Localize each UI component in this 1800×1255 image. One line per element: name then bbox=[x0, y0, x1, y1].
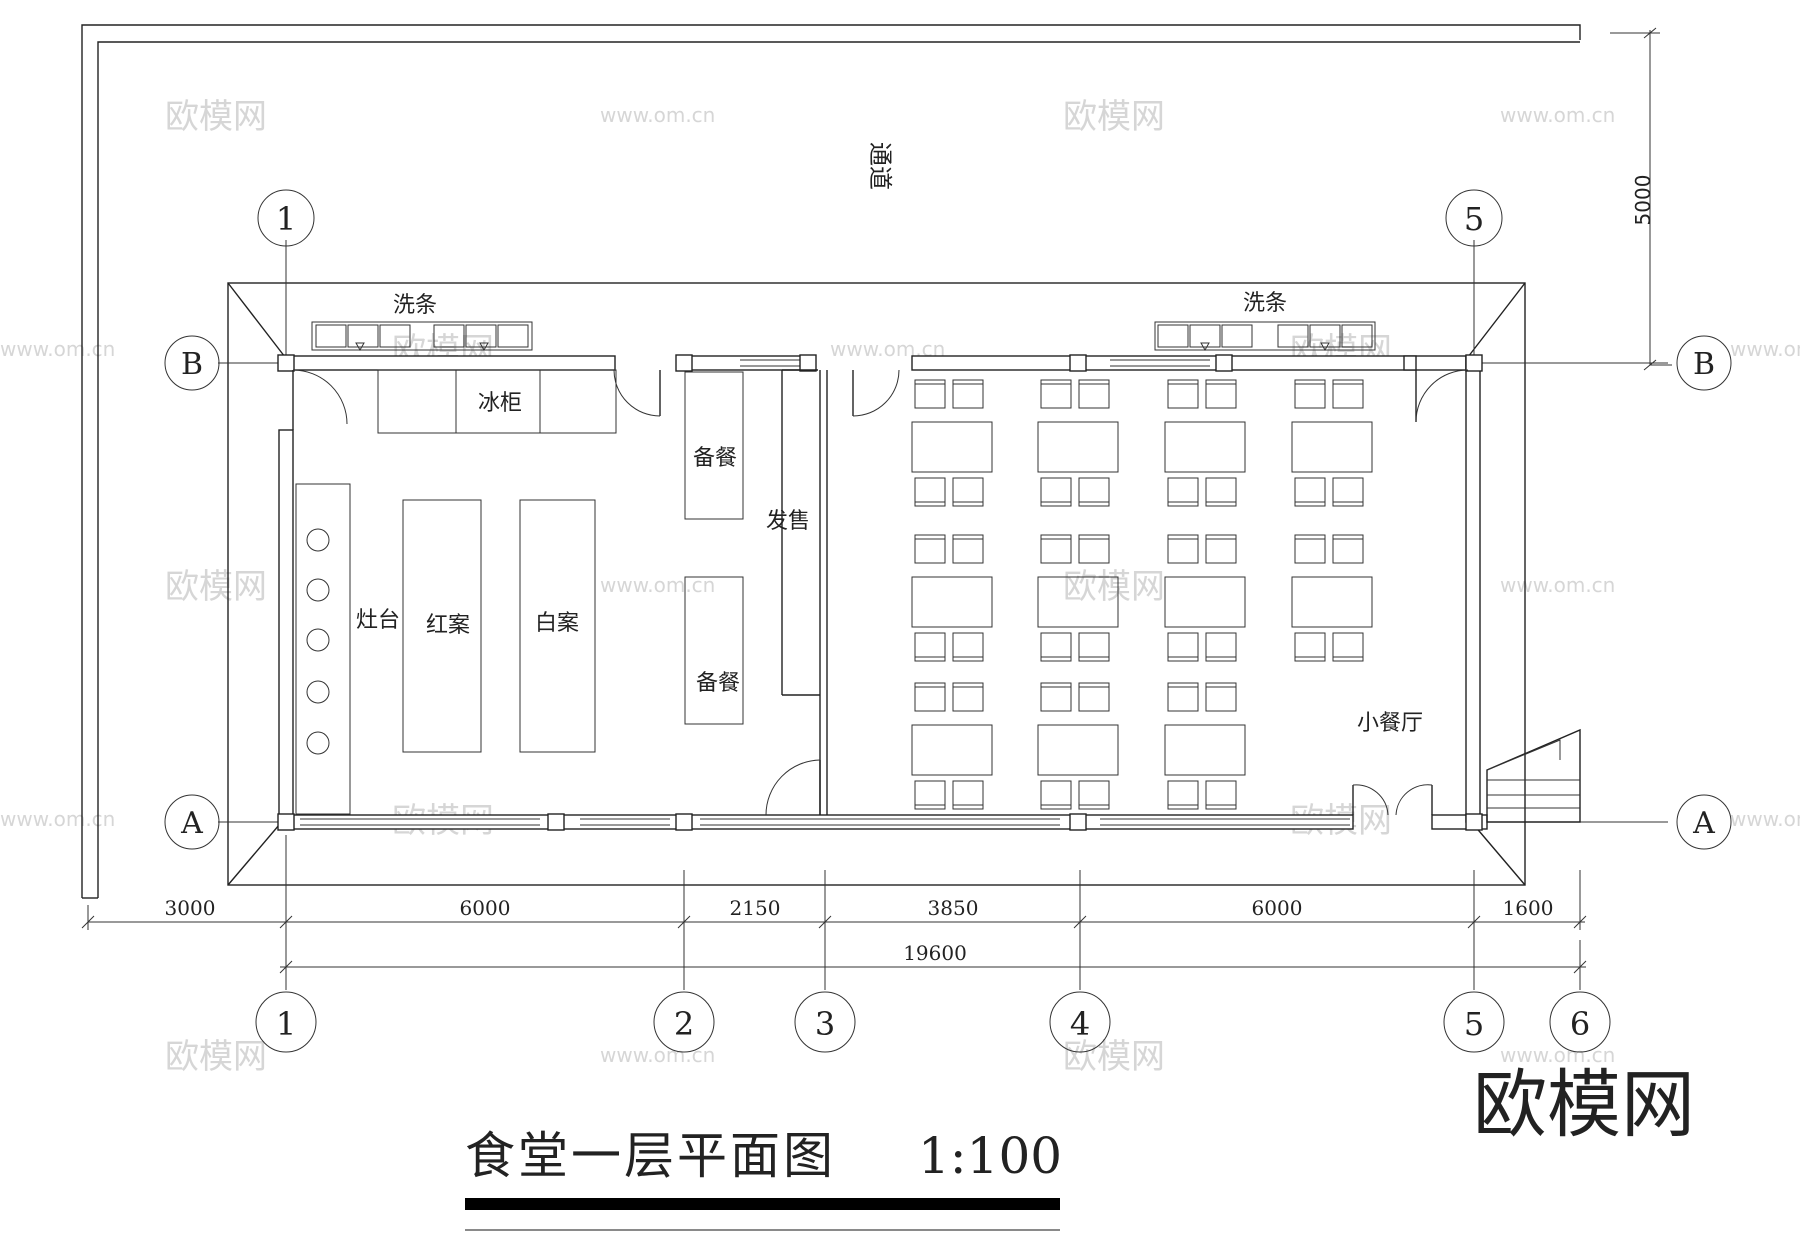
stove-label: 灶台 bbox=[356, 608, 400, 633]
dining-table-set bbox=[1164, 379, 1246, 507]
kitchen-tables: 红案 白案 备餐 备餐 发售 bbox=[402, 371, 810, 753]
svg-text:5: 5 bbox=[1464, 1005, 1484, 1043]
dimension-chain-segments: 3000 6000 2150 3850 6000 1600 bbox=[81, 870, 1587, 930]
dining-table-set bbox=[911, 534, 993, 662]
stove: 灶台 bbox=[295, 483, 400, 815]
svg-text:A: A bbox=[1692, 806, 1715, 841]
exterior-walls bbox=[277, 354, 1488, 831]
wash-sinks-right: 洗条 bbox=[1154, 291, 1376, 352]
dim-segment-3: 2150 bbox=[730, 896, 781, 920]
svg-text:1: 1 bbox=[276, 1005, 296, 1043]
dining-table-set bbox=[1164, 682, 1246, 810]
dimension-chain-total: 19600 bbox=[279, 941, 1587, 975]
axis-bubble-row-b-left: B bbox=[164, 335, 220, 391]
dining-table-set bbox=[1037, 682, 1119, 810]
dim-total: 19600 bbox=[903, 941, 967, 965]
axis-bubble-col-6-bottom: 6 bbox=[1549, 991, 1611, 1053]
watermark-url: www.om.cn bbox=[1500, 103, 1615, 127]
title-block: 食堂一层平面图 1:100 bbox=[465, 1127, 1062, 1231]
svg-text:1: 1 bbox=[276, 200, 296, 238]
svg-text:2: 2 bbox=[674, 1005, 694, 1043]
watermark-url: www.om.cn bbox=[1730, 807, 1800, 831]
sales-label: 发售 bbox=[766, 509, 810, 534]
svg-text:B: B bbox=[181, 347, 203, 382]
dim-segment-4: 3850 bbox=[928, 896, 979, 920]
drawing-scale: 1:100 bbox=[918, 1127, 1062, 1185]
watermark-brand-large: 欧模网 bbox=[1473, 1062, 1695, 1148]
svg-text:B: B bbox=[1693, 347, 1715, 382]
axis-bubble-row-a-right: A bbox=[1676, 794, 1732, 850]
dining-table-set bbox=[1164, 534, 1246, 662]
fridge: 冰柜 bbox=[377, 369, 617, 434]
passage-depth-dimension: 5000 bbox=[1610, 27, 1672, 371]
dining-table-set bbox=[1037, 534, 1119, 662]
watermark-brand: 欧模网 bbox=[1063, 567, 1165, 607]
watermark-brand: 欧模网 bbox=[165, 97, 267, 137]
axis-bubble-col-1-top: 1 bbox=[257, 189, 315, 247]
prep-upper-label: 备餐 bbox=[693, 446, 737, 471]
site-boundary: 通道 bbox=[81, 24, 1581, 899]
watermark-url: www.om.cn bbox=[1730, 337, 1800, 361]
axis-bubble-col-2-bottom: 2 bbox=[653, 991, 715, 1053]
interior-partitions bbox=[781, 369, 828, 815]
dim-segment-2: 6000 bbox=[460, 896, 511, 920]
doors bbox=[292, 369, 1469, 816]
watermark-brand: 欧模网 bbox=[165, 567, 267, 607]
svg-text:5: 5 bbox=[1464, 200, 1484, 238]
axis-bubble-col-5-top: 5 bbox=[1445, 189, 1503, 247]
axis-bubble-col-5-bottom: 5 bbox=[1443, 991, 1505, 1053]
watermark-brand: 欧模网 bbox=[165, 1037, 267, 1077]
watermark-brand: 欧模网 bbox=[1063, 97, 1165, 137]
wash-left-label: 洗条 bbox=[393, 293, 437, 318]
prep-lower-label: 备餐 bbox=[696, 671, 740, 696]
svg-text:3: 3 bbox=[815, 1005, 835, 1043]
axis-bubbles: 1 5 B B A A 1 2 bbox=[164, 189, 1732, 1053]
dining-table-set bbox=[911, 379, 993, 507]
dining-table-set bbox=[911, 682, 993, 810]
passage-label: 通道 bbox=[866, 142, 894, 190]
svg-text:A: A bbox=[180, 806, 203, 841]
small-dining-label: 小餐厅 bbox=[1357, 711, 1423, 736]
exterior-stair bbox=[1486, 728, 1581, 823]
axis-bubble-row-b-right: B bbox=[1676, 335, 1732, 391]
dining-tables bbox=[911, 379, 1373, 810]
watermark-url: www.om.cn bbox=[600, 103, 715, 127]
red-table-label: 红案 bbox=[426, 613, 470, 638]
dining-table-set bbox=[1291, 379, 1373, 507]
drawing-title: 食堂一层平面图 bbox=[465, 1127, 836, 1185]
watermark-url: www.om.cn bbox=[0, 807, 115, 831]
axis-bubble-row-a-left: A bbox=[164, 794, 220, 850]
dining-table-set bbox=[1037, 379, 1119, 507]
fridge-label: 冰柜 bbox=[478, 391, 522, 416]
axis-bubble-col-3-bottom: 3 bbox=[794, 991, 856, 1053]
watermark-url: www.om.cn bbox=[0, 337, 115, 361]
dim-segment-1: 3000 bbox=[165, 896, 216, 920]
building-outline bbox=[227, 282, 1526, 886]
watermark-url: www.om.cn bbox=[1500, 573, 1615, 597]
dining-table-set bbox=[1291, 534, 1373, 662]
svg-text:4: 4 bbox=[1070, 1005, 1090, 1043]
passage-depth-value: 5000 bbox=[1631, 175, 1655, 226]
wash-right-label: 洗条 bbox=[1243, 291, 1287, 316]
watermark-url: www.om.cn bbox=[600, 1043, 715, 1067]
svg-text:6: 6 bbox=[1570, 1005, 1590, 1043]
axis-bubble-col-4-bottom: 4 bbox=[1049, 991, 1111, 1053]
dim-segment-6: 1600 bbox=[1503, 896, 1554, 920]
white-table-label: 白案 bbox=[535, 611, 579, 636]
axis-bubble-col-1-bottom: 1 bbox=[255, 991, 317, 1053]
watermark-layer: 欧模网 www.om.cn 欧模网 www.om.cn www.om.cn 欧模… bbox=[0, 97, 1800, 1077]
wash-sinks-left: 洗条 bbox=[311, 293, 533, 352]
title-underline-thick bbox=[465, 1198, 1060, 1210]
dim-segment-5: 6000 bbox=[1252, 896, 1303, 920]
watermark-brand: 欧模网 bbox=[1063, 1037, 1165, 1077]
